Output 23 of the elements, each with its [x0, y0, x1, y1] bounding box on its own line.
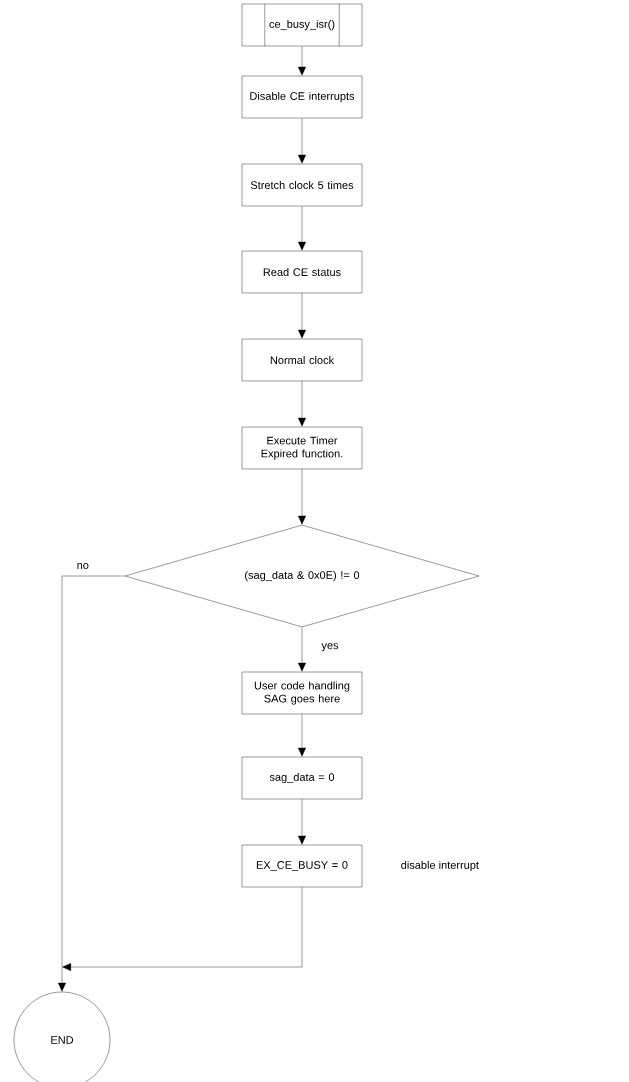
arrow	[298, 627, 306, 672]
process-box: Disable CE interrupts	[241, 75, 363, 119]
arrow	[298, 469, 306, 525]
process-box: sag_data = 0	[241, 756, 363, 800]
process-box: EX_CE_BUSY = 0	[241, 844, 363, 888]
arrow	[62, 887, 303, 971]
arrow	[298, 293, 306, 339]
arrow	[298, 714, 306, 757]
edge-label: yes	[321, 643, 339, 652]
subroutine-box: ce_busy_isr()	[241, 3, 363, 47]
side-note: disable interrupt	[401, 860, 479, 872]
arrow	[298, 206, 306, 251]
process-box: User code handling SAG goes here	[241, 671, 363, 715]
edge-label: no	[77, 563, 89, 569]
arrow	[298, 799, 306, 845]
arrow	[298, 381, 306, 427]
process-box: Read CE status	[241, 250, 363, 294]
arrow	[298, 46, 306, 76]
arrow	[298, 118, 306, 164]
process-box: Normal clock	[241, 338, 363, 382]
process-box: Execute Timer Expired function.	[241, 426, 363, 470]
arrow	[58, 575, 125, 992]
process-box: Stretch clock 5 times	[241, 163, 363, 207]
